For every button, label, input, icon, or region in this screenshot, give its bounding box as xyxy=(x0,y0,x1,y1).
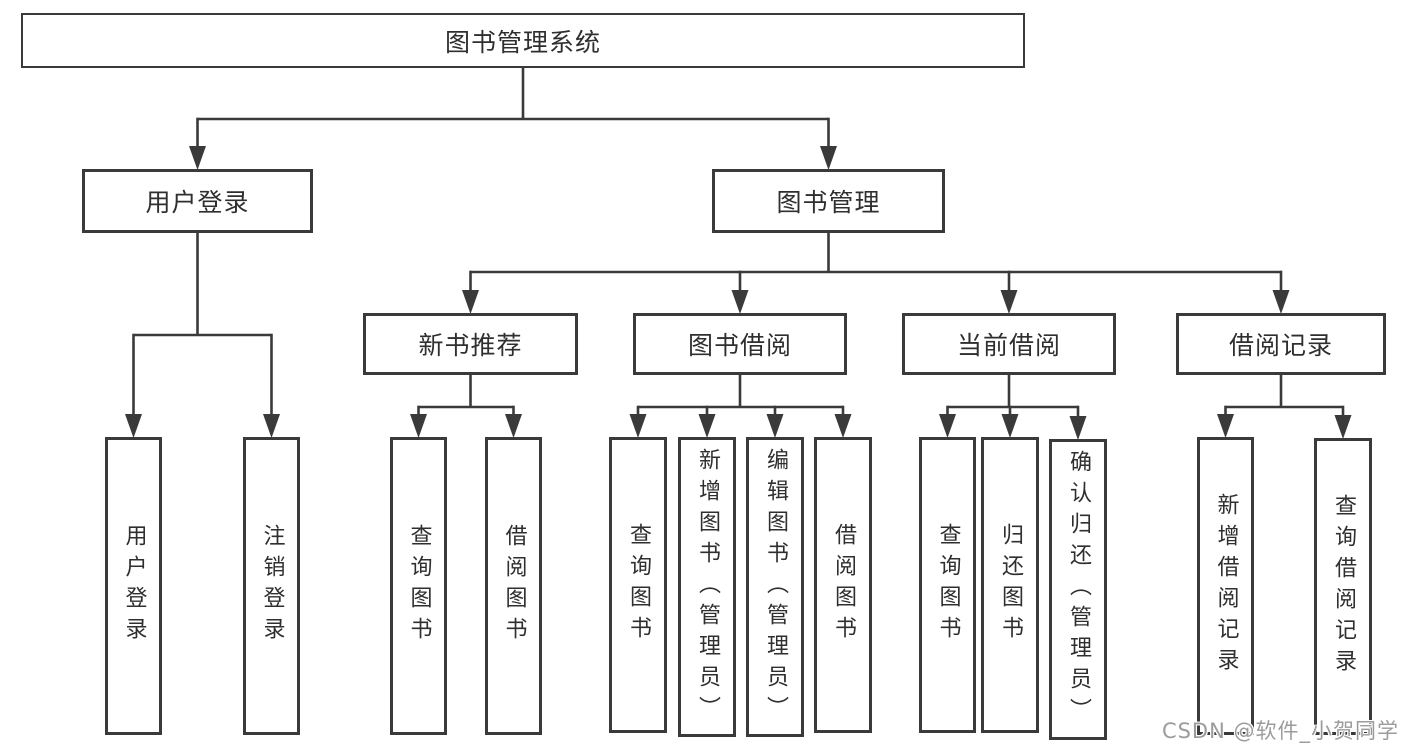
node-ul-login: 用户登录 xyxy=(105,437,162,735)
node-label: 图书管理 xyxy=(776,188,881,217)
node-cb-confirm: 确认归还（管理员） xyxy=(1049,439,1107,740)
node-user-login: 用户登录 xyxy=(82,169,313,233)
node-label: 查询借阅记录 xyxy=(1331,493,1356,680)
node-label: 新增图书（管理员） xyxy=(695,447,720,727)
node-label: 查询图书 xyxy=(626,523,651,647)
node-label: 新书推荐 xyxy=(418,331,523,360)
node-cb-return: 归还图书 xyxy=(981,437,1039,733)
node-br-query: 查询借阅记录 xyxy=(1314,438,1372,735)
node-current-borrow: 当前借阅 xyxy=(902,313,1116,375)
node-label: 当前借阅 xyxy=(956,331,1061,360)
node-cb-query: 查询图书 xyxy=(919,437,976,733)
node-label: 查询图书 xyxy=(406,524,432,648)
node-label: 用户登录 xyxy=(145,188,250,217)
node-book-borrow: 图书借阅 xyxy=(633,313,847,375)
node-bb-add: 新增图书（管理员） xyxy=(678,437,736,737)
node-bb-edit: 编辑图书（管理员） xyxy=(746,437,804,737)
node-label: 图书借阅 xyxy=(687,331,792,360)
node-bb-borrow: 借阅图书 xyxy=(814,437,872,733)
node-label: 确认归还（管理员） xyxy=(1066,450,1091,729)
node-label: 注销登录 xyxy=(259,524,285,648)
watermark: CSDN @软件_小贺同学 xyxy=(1161,719,1399,743)
node-label: 用户登录 xyxy=(121,524,147,648)
node-label: 新增借阅记录 xyxy=(1213,493,1239,679)
node-br-add: 新增借阅记录 xyxy=(1197,437,1254,735)
node-label: 图书管理系统 xyxy=(444,27,601,57)
node-root: 图书管理系统 xyxy=(21,13,1025,68)
node-label: 查询图书 xyxy=(935,523,961,647)
node-new-book-rec: 新书推荐 xyxy=(363,313,578,375)
node-ul-logout: 注销登录 xyxy=(243,437,300,735)
node-label: 借阅图书 xyxy=(501,524,527,648)
node-bb-query: 查询图书 xyxy=(609,437,667,733)
node-borrow-records: 借阅记录 xyxy=(1176,313,1386,375)
node-label: 借阅图书 xyxy=(831,523,856,647)
node-nbr-borrow: 借阅图书 xyxy=(485,437,542,735)
node-label: 编辑图书（管理员） xyxy=(763,447,788,727)
node-nbr-query: 查询图书 xyxy=(390,437,447,735)
node-book-mgmt: 图书管理 xyxy=(712,169,945,233)
node-label: 借阅记录 xyxy=(1228,331,1333,360)
node-label: 归还图书 xyxy=(998,523,1023,647)
